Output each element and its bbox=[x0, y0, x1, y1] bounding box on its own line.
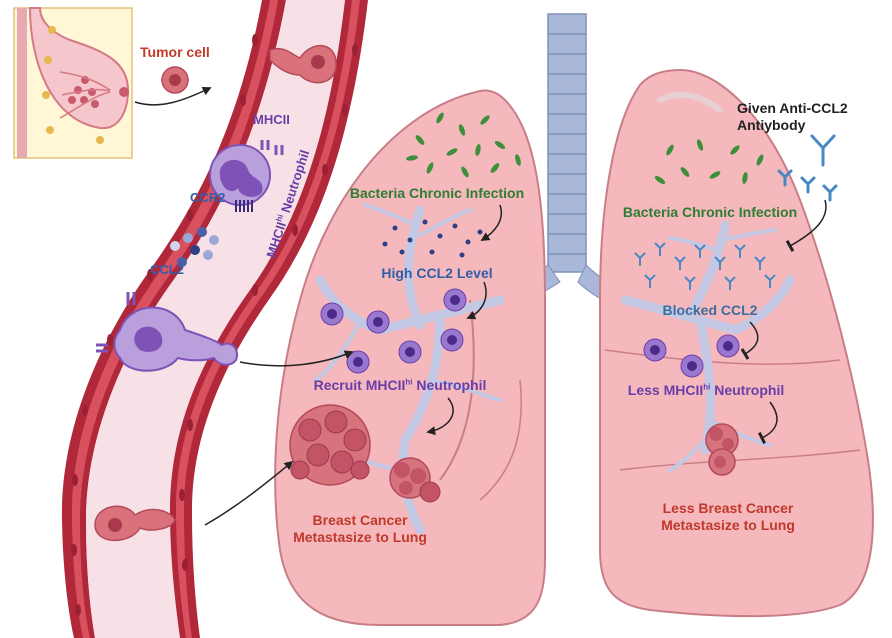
less-label-suffix: Neutrophil bbox=[710, 382, 785, 398]
left-metastasis-cluster bbox=[289, 404, 441, 503]
flow-arrows bbox=[134, 87, 827, 526]
left-bacteria bbox=[406, 112, 521, 178]
right-lung-neutrophils bbox=[643, 334, 740, 378]
right-outcome-label: Less Breast Cancer Metastasize to Lung bbox=[661, 500, 795, 534]
tumor-cell-graphic bbox=[161, 66, 189, 94]
transmigrating-neutrophil bbox=[96, 292, 238, 372]
left-outcome-line-2: Metastasize to Lung bbox=[293, 528, 427, 545]
mhcii-neutrophil-cell bbox=[209, 140, 284, 212]
breast-inset bbox=[13, 7, 133, 159]
ccl2-label: CCL2 bbox=[150, 262, 184, 277]
less-neutrophil-label: Less MHCIIhi Neutrophil bbox=[628, 382, 784, 399]
high-ccl2-label: High CCL2 Level bbox=[381, 265, 493, 281]
left-outcome-line-1: Breast Cancer bbox=[312, 512, 408, 528]
blocked-ccl2-label: Blocked CCL2 bbox=[662, 302, 758, 318]
intravasating-tumor-cell bbox=[269, 44, 337, 84]
antibody-line-2: Antiybody bbox=[737, 116, 806, 133]
mhcii-label: MHCII bbox=[253, 112, 290, 127]
less-label-sup: hi bbox=[703, 382, 711, 392]
right-outcome-line-1: Less Breast Cancer bbox=[662, 500, 794, 516]
extravasating-tumor-cell bbox=[94, 505, 176, 542]
recruit-label-prefix: Recruit MHCII bbox=[313, 377, 406, 393]
recruit-label-suffix: Neutrophil bbox=[412, 377, 487, 393]
ccr2-label: CCR2 bbox=[190, 190, 226, 205]
recruit-neutrophil-label: Recruit MHCIIhi Neutrophil bbox=[314, 377, 487, 394]
right-outcome-line-2: Metastasize to Lung bbox=[661, 516, 795, 533]
antibody-line-1: Given Anti-CCL2 bbox=[737, 100, 848, 116]
anti-ccl2-antibodies bbox=[777, 134, 838, 202]
tumor-cell-label: Tumor cell bbox=[140, 44, 210, 60]
right-metastasis-cluster bbox=[705, 423, 739, 476]
right-bacteria bbox=[654, 139, 764, 185]
less-label-prefix: Less MHCII bbox=[627, 382, 704, 398]
right-infection-label: Bacteria Chronic Infection bbox=[622, 204, 798, 220]
left-infection-label: Bacteria Chronic Infection bbox=[349, 185, 525, 201]
right-lung-blocked-ccl2 bbox=[634, 242, 776, 290]
recruit-label-sup: hi bbox=[405, 377, 413, 387]
ccl2-molecules bbox=[170, 227, 219, 267]
left-outcome-label: Breast Cancer Metastasize to Lung bbox=[293, 512, 427, 546]
antibody-label: Given Anti-CCL2 Antiybody bbox=[737, 100, 848, 134]
